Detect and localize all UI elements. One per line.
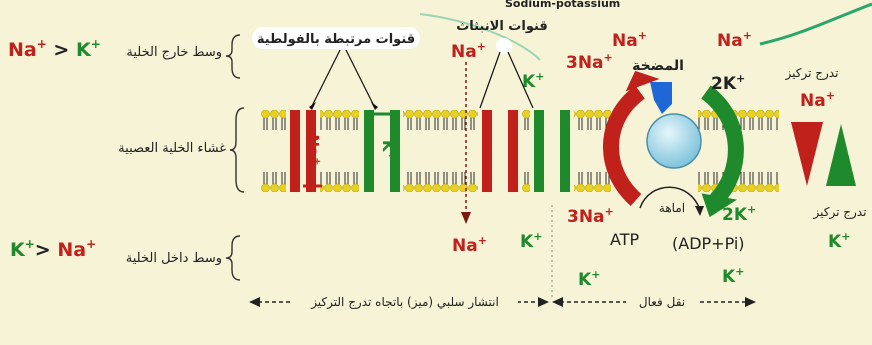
active-label: نقل فعال [639,295,685,309]
k-active-right-label: K+ [722,265,744,287]
pump-na-right-label: Na+ [717,29,752,51]
leak-channels-label: قنوات الانبثاث [456,19,548,34]
pump-k-in-top-label: 2K+ [711,72,745,94]
na-efflux-arrow [611,92,640,200]
active-arrow-right [745,297,756,307]
pump-ball [647,114,701,168]
pump-pointer-icon [650,82,672,114]
pointer-line [480,52,500,108]
na-path-arrowhead [461,212,471,224]
brace-membrane [230,108,244,192]
k-active-left-label: K+ [578,268,600,290]
na-top-label: Na+ [451,40,486,62]
na-bottom-label: Na+ [452,234,487,256]
na-gradient-title: تدرج تركيز [785,66,839,81]
svg-text:K+> Na+: K+> Na+ [10,237,96,261]
passive-arrow-left [249,297,260,307]
pump-label: المضخة [632,58,684,74]
passive-arrow-right [538,297,549,307]
pump-na-out-label: 3Na+ [566,51,613,73]
na-gradient-triangle [791,122,823,186]
pump-na-top-label: Na+ [612,29,647,51]
svg-text:Na+ > K+: Na+ > K+ [8,37,101,61]
atp-arrowhead [695,206,704,216]
brace-outside [226,35,240,78]
pump-k-in-label: 2K+ [722,203,756,225]
inside-ratio: K+> Na+ [10,237,96,261]
na-gradient-ion: Na+ [800,89,835,111]
passive-label: انتشار سلبي (ميز) باتجاه تدرج التركيز [310,295,499,310]
outside-ratio: Na+ > K+ [8,37,101,61]
pointer-head [309,102,316,110]
adp-label: (ADP+Pi) [672,234,745,253]
k-gradient-triangle [826,124,856,186]
decor-line [760,4,872,44]
brace-inside [226,236,240,280]
inside-label: وسط داخل الخلية [126,251,222,266]
active-arrow-left [552,297,563,307]
header-clipped: Sodium-potassium [505,0,620,10]
atp-label: ATP [610,230,639,249]
gated-na-channel: Na+ [286,110,322,192]
pointer-line [346,50,374,106]
pump-na-in-label: 3Na+ [567,205,614,227]
leak-na-channel [478,110,522,192]
leak-k-channel [530,110,574,192]
pointer-head [371,102,378,110]
k-gradient-title: تدرج تركيز [813,205,867,220]
k-bottom-label: K+ [520,230,542,252]
k-top-label: K+ [522,70,544,92]
k-gradient-ion: K+ [828,230,850,252]
hydrolysis-label: اماهة [659,201,685,215]
outside-label: وسط خارج الخلية [126,45,222,60]
gated-k-channel: K+ [359,110,403,192]
membrane-label: غشاء الخلية العصبية [118,141,226,156]
pointer-line [312,50,340,106]
gated-channels-label: قنوات مرتبطة بالفولطية [257,32,415,47]
leak-pointer-dot [496,38,512,54]
